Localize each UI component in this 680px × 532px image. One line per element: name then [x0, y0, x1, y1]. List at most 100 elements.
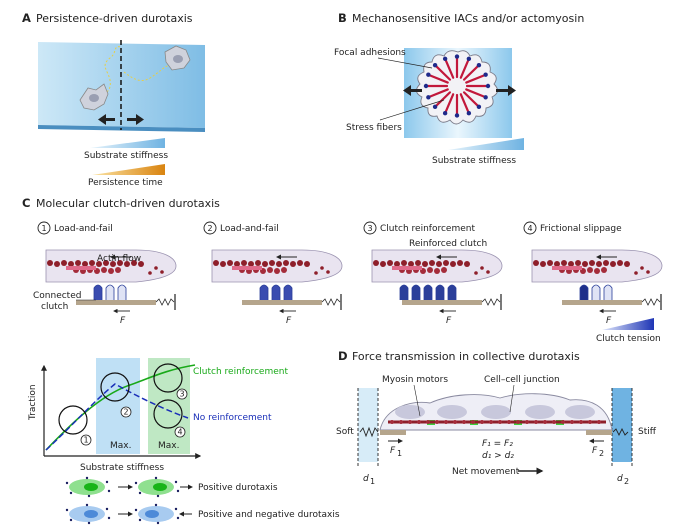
- connected-clutch-label-1: Connected: [33, 291, 81, 301]
- panel-d-letter: D: [338, 349, 348, 363]
- actin-filament: [47, 260, 144, 274]
- reinforced-clutch-label: Reinforced clutch: [409, 239, 487, 249]
- panel-c-letter: C: [22, 196, 30, 210]
- substrate-pad: [402, 300, 482, 305]
- myosin-motor: [408, 420, 412, 424]
- plot-marker-circle: [176, 388, 188, 400]
- persistence-wedge: [92, 164, 165, 175]
- myosin-motor: [561, 420, 565, 424]
- clutch: [93, 284, 103, 300]
- legend-positive-label: Positive durotaxis: [198, 483, 278, 493]
- myosin-motor: [525, 420, 529, 424]
- myosin-motor: [597, 420, 601, 424]
- stress-fiber: [434, 64, 452, 81]
- focal-adhesion: [442, 111, 448, 116]
- d2-sub: 2: [624, 477, 629, 486]
- myosin-motor: [543, 420, 547, 424]
- panel-b-letter: B: [338, 11, 347, 25]
- focal-adhesion: [483, 95, 488, 100]
- max-label-2: Max.: [158, 441, 179, 451]
- myosin-motor: [444, 420, 448, 424]
- f2-sub: 2: [599, 449, 604, 458]
- nucleus-right: [173, 55, 183, 63]
- myosin-motor: [390, 420, 394, 424]
- panel-b: B Mechanosensitive IACs and/or actomyosi…: [334, 11, 584, 166]
- adhesion-dot: [69, 518, 73, 522]
- myosin-motor: [462, 420, 466, 424]
- sheet-nucleus: [481, 405, 511, 419]
- positive-cell-b: [138, 479, 174, 495]
- posneg-cell-a: [69, 506, 105, 522]
- clutch: [591, 284, 601, 300]
- adhesion-dot: [107, 489, 111, 493]
- adhesion-dot: [69, 491, 73, 495]
- arrow-left-icon: [98, 114, 115, 125]
- adhesion-dot: [154, 503, 158, 507]
- d1-sub: 1: [370, 477, 375, 486]
- stress-fiber: [465, 88, 486, 99]
- step-label: Load-and-fail: [220, 224, 279, 234]
- force-label: F: [446, 316, 452, 326]
- panel-d: D Force transmission in collective durot…: [336, 349, 657, 486]
- myosin-motor: [516, 420, 520, 424]
- spring-icon: [481, 298, 501, 306]
- stress-fiber: [444, 58, 455, 79]
- clutch: [447, 284, 457, 300]
- focal-adhesion: [426, 72, 431, 77]
- clutch: [603, 284, 613, 300]
- plot-marker-number: 1: [83, 436, 88, 445]
- junction-pointer: [509, 384, 515, 413]
- step-number: 1: [41, 224, 46, 233]
- myosin-motor: [552, 420, 556, 424]
- clutch: [579, 284, 589, 300]
- myosin-band: [552, 266, 582, 270]
- d2-label: d: [617, 474, 623, 484]
- clutch: [271, 284, 281, 300]
- step-label: Load-and-fail: [54, 224, 113, 234]
- clutch: [423, 284, 433, 300]
- adhesion-dot: [134, 481, 138, 485]
- stiffness-wedge-a: [90, 138, 165, 148]
- d1-label: d: [363, 474, 369, 484]
- adhesion-dot: [65, 508, 69, 512]
- sheet-myosin: [390, 420, 601, 424]
- step-label: Frictional slippage: [540, 224, 622, 234]
- stress-fiber: [434, 91, 452, 108]
- max-label-1: Max.: [110, 441, 131, 451]
- adhesion-dot: [138, 491, 142, 495]
- f1-label: F: [390, 446, 396, 456]
- stiffness-wedge-b: [448, 138, 524, 150]
- clutch-tension-label: Clutch tension: [596, 334, 661, 344]
- myosin-motor: [534, 420, 538, 424]
- panel-b-title: Mechanosensitive IACs and/or actomyosin: [352, 12, 584, 25]
- stress-fibers-spokes: [423, 54, 491, 118]
- myosin-band: [66, 266, 96, 270]
- step-number-circle: [203, 221, 217, 235]
- stiffness-label-a: Substrate stiffness: [84, 151, 168, 161]
- plot-marker-number: 4: [177, 428, 182, 437]
- actin-filament: [213, 260, 310, 274]
- myosin-motor: [498, 420, 502, 424]
- stress-fiber: [465, 73, 486, 84]
- focal-adhesions-pointer: [377, 57, 433, 69]
- spring-soft-icon: [359, 426, 379, 438]
- panel-a: A Persistence-driven durotaxis Substrate…: [22, 11, 205, 188]
- force-label: F: [120, 316, 126, 326]
- focal-adhesion: [476, 62, 482, 68]
- stress-fibers-pointer: [379, 99, 445, 121]
- plot-ylabel: Traction: [28, 384, 38, 421]
- adhesion-dot: [174, 480, 178, 484]
- equation-forces: F₁ = F₂: [482, 439, 513, 449]
- sheet-nucleus: [565, 405, 595, 419]
- myosin-band: [232, 266, 262, 270]
- plot-marker-circle: [174, 426, 186, 438]
- posneg-cell-b: [138, 506, 174, 522]
- focal-adhesion: [442, 56, 448, 61]
- nucleus-left: [89, 94, 99, 102]
